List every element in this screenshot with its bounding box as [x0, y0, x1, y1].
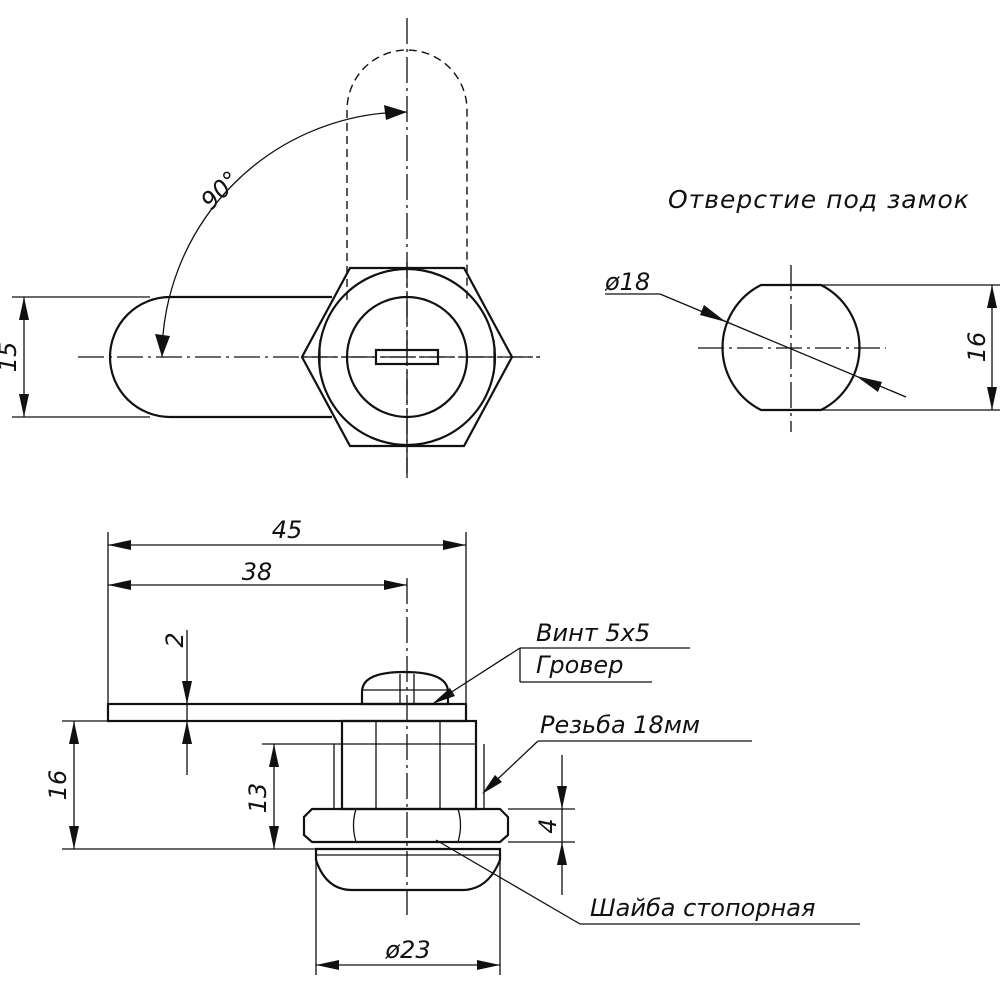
dim-d18-arrow-right [856, 376, 882, 392]
dim-45-arrow-right [443, 540, 466, 550]
dim-15-arrow-top [19, 297, 29, 320]
dim-13-arrow-bottom [269, 826, 279, 849]
dim-45-label: 45 [272, 516, 303, 544]
hole-view: Отверстие под замок ø18 16 [604, 185, 1000, 432]
angle-arc-arrow-top [384, 105, 407, 120]
dim-d23-label: ø23 [384, 936, 430, 964]
angle-arc-arrow-bottom [155, 334, 170, 357]
dim-15-label: 15 [0, 342, 22, 373]
dim-2-arrow-top [182, 681, 192, 704]
dim-16-arrow-top [987, 285, 997, 308]
dim-38-label: 38 [242, 558, 273, 586]
callout-washer-label: Гровер [536, 651, 623, 679]
callout-thread-arrow [482, 775, 502, 794]
dim-16b-label: 16 [44, 770, 72, 801]
dim-2-arrow-bottom [182, 721, 192, 744]
thread-body [340, 719, 478, 811]
callout-thread-label: Резьба 18мм [540, 711, 700, 739]
rotated-lever-outline [346, 49, 468, 300]
dim-13-label: 13 [244, 783, 272, 814]
dim-16-arrow-bottom [987, 387, 997, 410]
dim-15-arrow-bottom [19, 394, 29, 417]
dim-38-arrow-right [384, 580, 407, 590]
dim-16b-arrow-top [69, 721, 79, 744]
side-view: 45 38 2 16 13 4 [44, 516, 860, 975]
lever-plate [106, 702, 468, 723]
lever-outline [108, 295, 332, 419]
screw-head [360, 670, 450, 706]
angle-label: 90° [195, 165, 245, 215]
angle-arc [161, 111, 408, 358]
hole-view-title: Отверстие под замок [668, 185, 970, 214]
dim-16-label: 16 [963, 332, 991, 363]
dim-4-arrow-top [557, 786, 567, 809]
callout-lockwasher-label: Шайба стопорная [590, 894, 815, 922]
dim-13-arrow-top [269, 744, 279, 767]
dim-4-label: 4 [534, 818, 562, 833]
dim-d18-arrow-left [700, 305, 726, 322]
lock-washer [314, 847, 502, 892]
dim-d23-arrow-right [477, 960, 500, 970]
nut [302, 807, 510, 844]
dim-2-label: 2 [161, 632, 189, 647]
callout-lockwasher-leader [435, 839, 581, 925]
dim-45-arrow-left [108, 540, 131, 550]
dim-38-arrow-left [108, 580, 131, 590]
dim-16b-arrow-bottom [69, 826, 79, 849]
key-slot [374, 348, 440, 366]
dim-d23-arrow-left [316, 960, 339, 970]
callout-screw-arrow [432, 688, 455, 704]
nut-face-left [352, 808, 357, 843]
callout-screw-label: Винт 5x5 [536, 619, 650, 647]
dim-d18-label: ø18 [604, 268, 650, 296]
top-view: 90° 15 [0, 18, 540, 478]
dim-4-arrow-bottom [557, 842, 567, 865]
nut-face-right [457, 808, 462, 843]
